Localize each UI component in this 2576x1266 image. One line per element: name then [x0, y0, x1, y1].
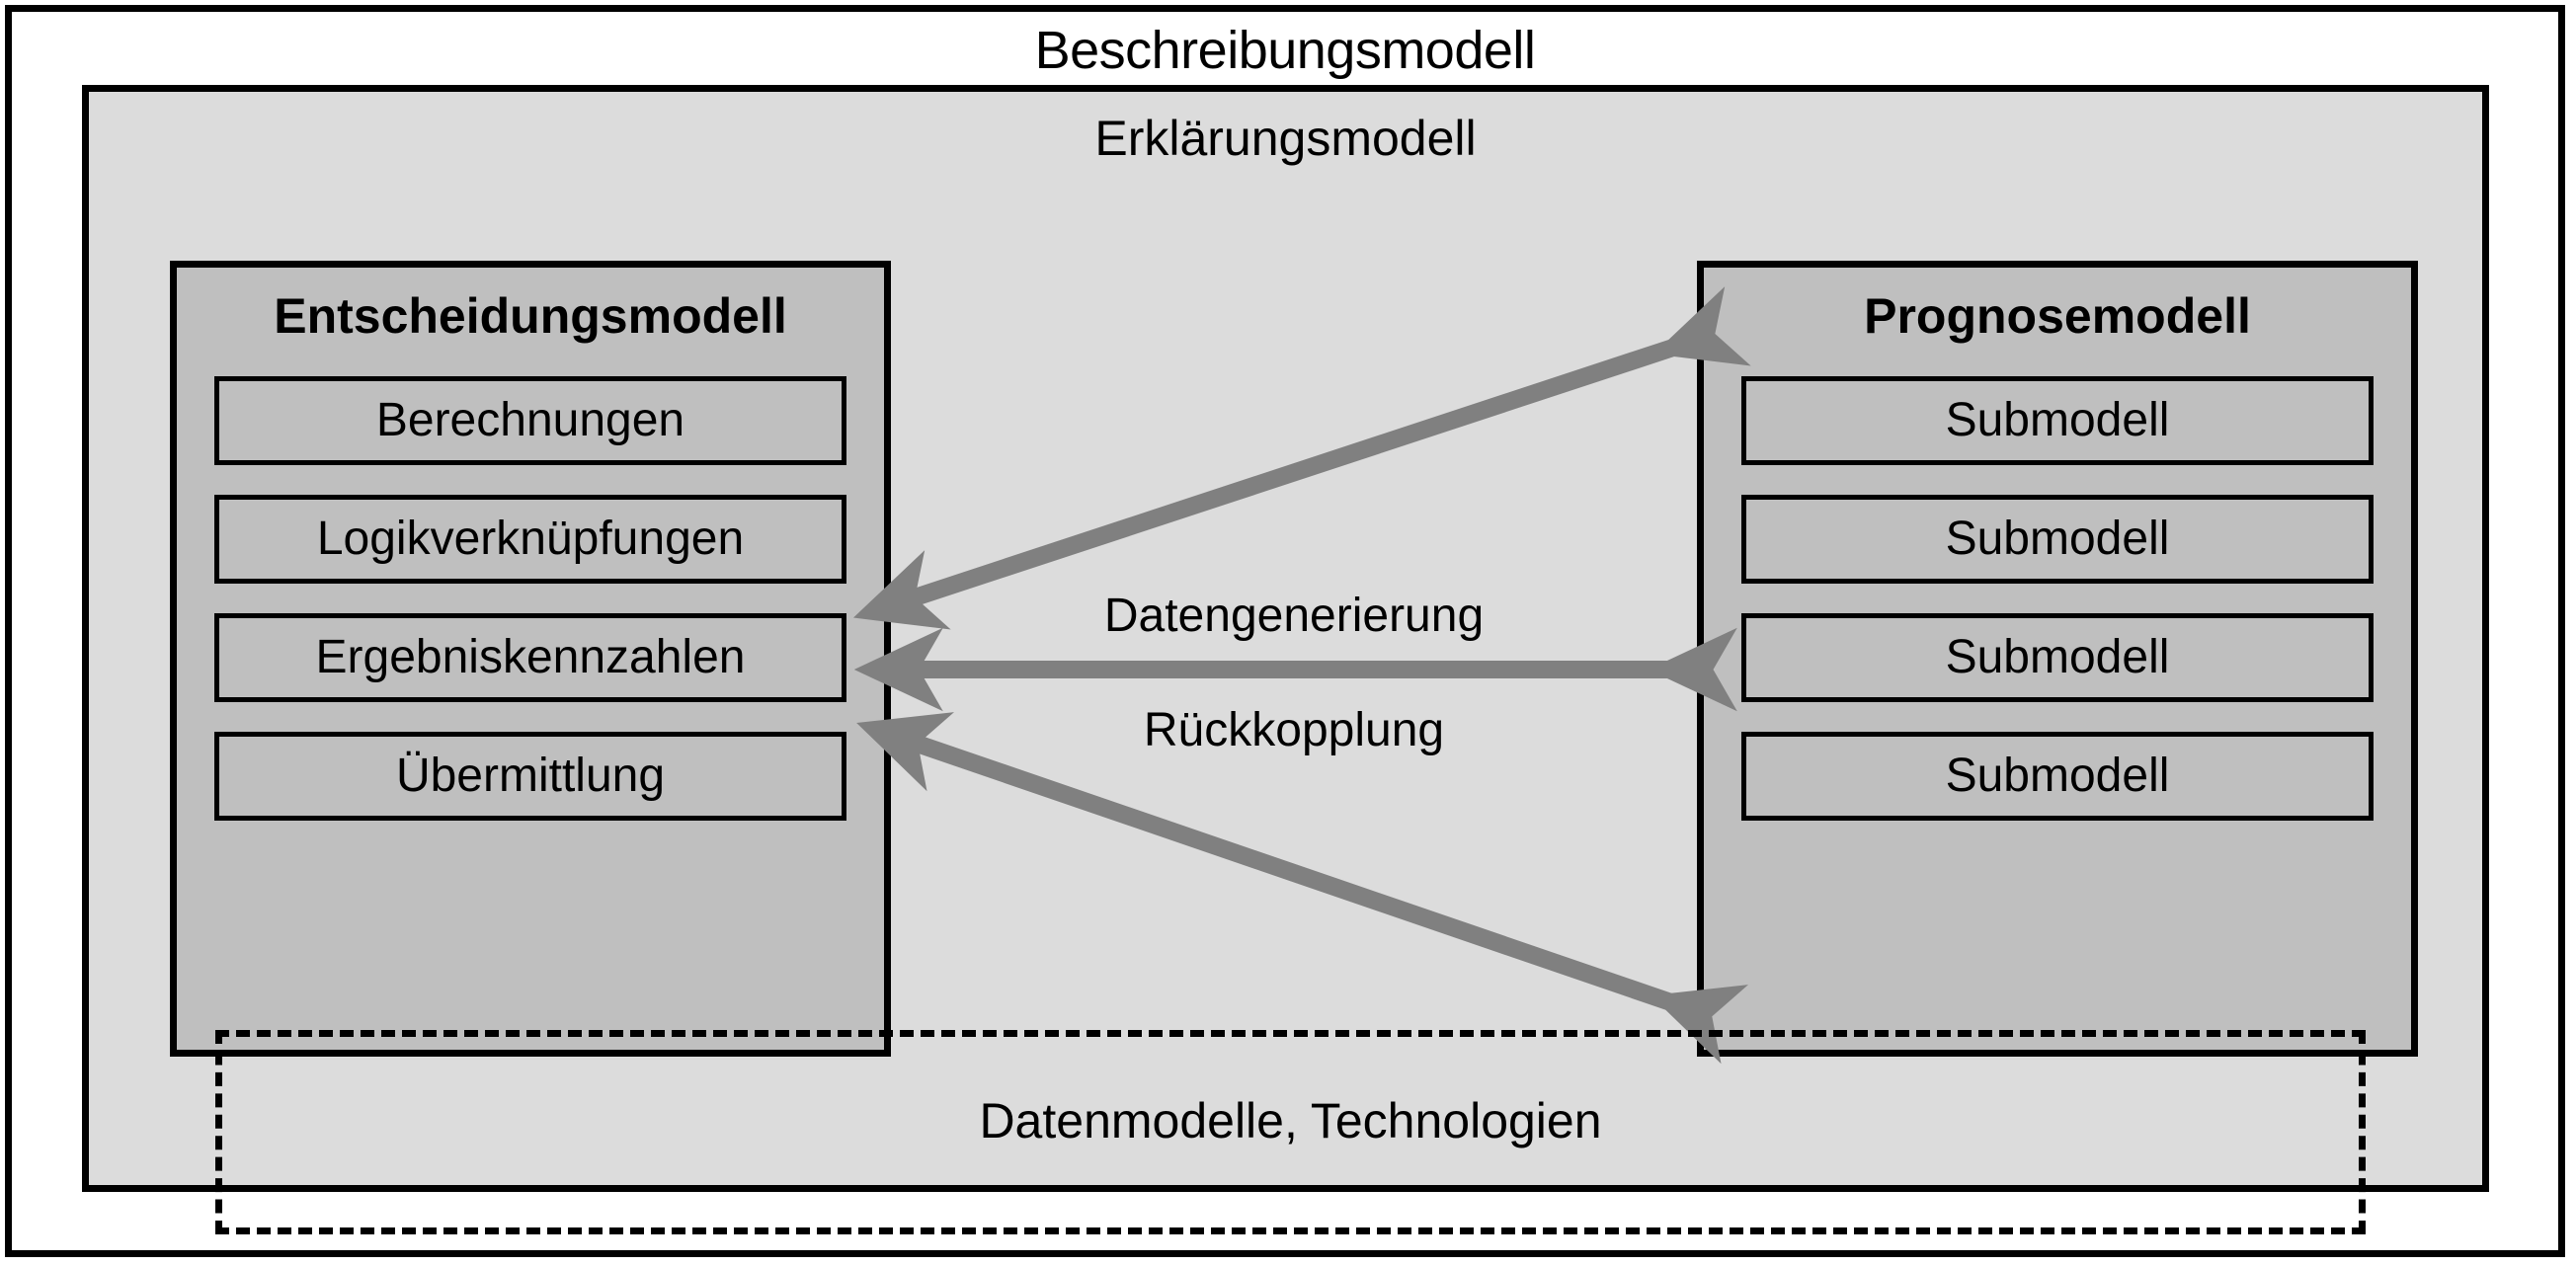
prognosemodell-box[interactable]: Prognosemodell Submodell Submodell Submo… [1697, 261, 2418, 1057]
prognosemodell-item-label: Submodell [1945, 750, 2170, 802]
entscheidungsmodell-title: Entscheidungsmodell [274, 288, 787, 344]
erklaerungsmodell-title: Erklärungsmodell [1094, 111, 1477, 166]
entscheidungsmodell-item-label: Ergebniskennzahlen [315, 631, 746, 683]
beschreibungsmodell-title: Beschreibungsmodell [1034, 21, 1536, 80]
entscheidungsmodell-box[interactable]: Entscheidungsmodell Berechnungen Logikve… [170, 261, 891, 1057]
datengenerierung-label: Datengenerierung [1103, 590, 1485, 642]
entscheidungsmodell-item-label: Berechnungen [375, 394, 685, 446]
prognosemodell-item[interactable]: Submodell [1741, 495, 2374, 584]
entscheidungsmodell-item[interactable]: Übermittlung [214, 732, 846, 821]
entscheidungsmodell-item-list: Berechnungen Logikverknüpfungen Ergebnis… [214, 376, 846, 821]
datenmodelle-technologien-label: Datenmodelle, Technologien [979, 1093, 1602, 1148]
prognosemodell-title: Prognosemodell [1864, 288, 2251, 344]
entscheidungsmodell-item[interactable]: Logikverknüpfungen [214, 495, 846, 584]
prognosemodell-item[interactable]: Submodell [1741, 732, 2374, 821]
entscheidungsmodell-item[interactable]: Berechnungen [214, 376, 846, 465]
prognosemodell-item-label: Submodell [1945, 631, 2170, 683]
entscheidungsmodell-item-label: Übermittlung [395, 750, 666, 802]
prognosemodell-item-label: Submodell [1945, 394, 2170, 446]
prognosemodell-item[interactable]: Submodell [1741, 376, 2374, 465]
entscheidungsmodell-item[interactable]: Ergebniskennzahlen [214, 613, 846, 702]
prognosemodell-item[interactable]: Submodell [1741, 613, 2374, 702]
datenmodelle-technologien-band [215, 1030, 2366, 1234]
prognosemodell-item-label: Submodell [1945, 513, 2170, 565]
entscheidungsmodell-item-label: Logikverknüpfungen [316, 513, 745, 565]
rueckkopplung-label: Rückkopplung [1143, 704, 1445, 756]
prognosemodell-item-list: Submodell Submodell Submodell Submodell [1741, 376, 2374, 821]
